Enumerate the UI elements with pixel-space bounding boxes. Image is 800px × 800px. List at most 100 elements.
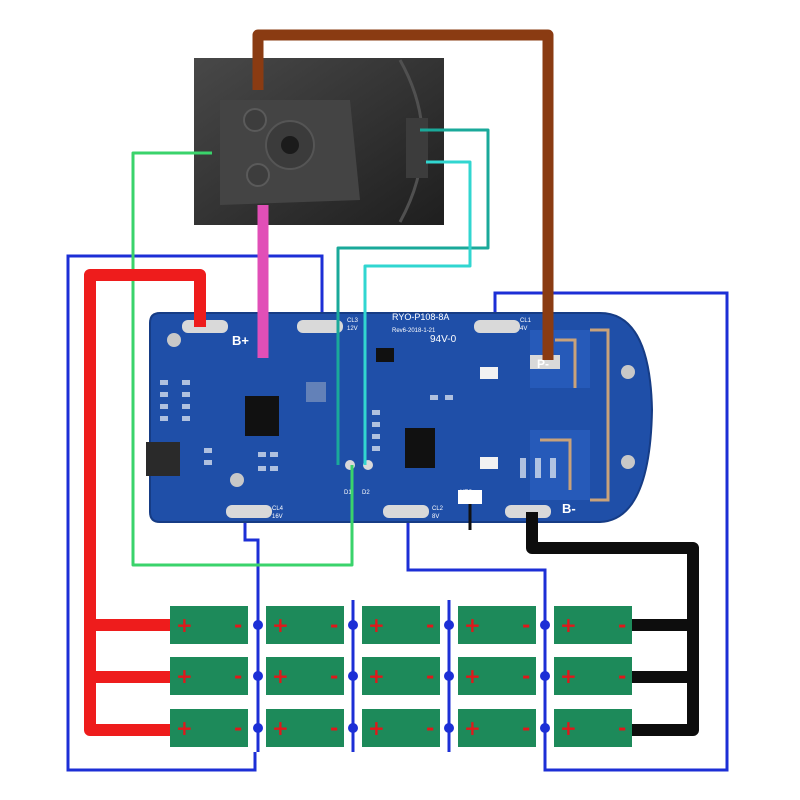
blue-wires (66, 254, 729, 772)
battery-cell: +- (554, 657, 632, 695)
battery-cell-body (362, 606, 440, 644)
label-b-minus: B- (562, 501, 576, 516)
cell-plus-terminal: + (560, 664, 577, 688)
cell-plus-terminal: + (176, 613, 193, 637)
battery-cell: +- (170, 606, 248, 644)
battery-cell-body (458, 657, 536, 695)
label-rating: 94V-0 (430, 334, 457, 345)
label-ntc: NTC (460, 490, 473, 496)
battery-cell-body (170, 657, 248, 695)
cell-minus-terminal: - (618, 613, 626, 637)
junction-dot (253, 620, 263, 630)
junction-dot (348, 620, 358, 630)
cell-plus-terminal: + (464, 716, 481, 740)
signal-wires (131, 29, 554, 567)
battery-cell-body (266, 657, 344, 695)
label-cl2-voltage: 8V (432, 514, 439, 520)
cell-minus-terminal: - (426, 613, 434, 637)
label-cl1: CL1 (520, 318, 532, 324)
pad-b-minus (505, 505, 551, 518)
cell-plus-terminal: + (176, 716, 193, 740)
junction-dot (444, 620, 454, 630)
battery-cell: +- (458, 709, 536, 747)
label-cl4: CL4 (272, 506, 284, 512)
cell-minus-terminal: - (522, 613, 530, 637)
power-wires (84, 269, 699, 736)
label-model: RYO-P108-8A (392, 312, 449, 322)
label-cl2: CL2 (432, 506, 444, 512)
cell-minus-terminal: - (522, 716, 530, 740)
battery-cell-body (266, 606, 344, 644)
pad-cl2 (383, 505, 429, 518)
junction-dot (253, 723, 263, 733)
cell-minus-terminal: - (618, 664, 626, 688)
cell-plus-terminal: + (464, 664, 481, 688)
battery-cell: +- (362, 606, 440, 644)
blue-wire-b-plus-loop (66, 254, 324, 772)
teal-wire-d2 (336, 128, 490, 465)
battery-cell-body (266, 709, 344, 747)
label-cl4-voltage: 16V (272, 514, 283, 520)
label-p-minus: P- (537, 357, 549, 371)
battery-cell: +- (554, 709, 632, 747)
junction-dot (444, 671, 454, 681)
junction-dot (444, 723, 454, 733)
label-cl3: CL3 (347, 318, 359, 324)
battery-cell-body (458, 709, 536, 747)
junction-dot (348, 671, 358, 681)
battery-cell-body (362, 657, 440, 695)
battery-cell: +- (170, 657, 248, 695)
battery-cell: +- (266, 606, 344, 644)
cell-plus-terminal: + (368, 613, 385, 637)
cell-plus-terminal: + (272, 664, 289, 688)
blue-wire-cl4 (243, 515, 260, 600)
battery-cell-body (170, 709, 248, 747)
battery-cell-body (554, 606, 632, 644)
junction-dot (348, 723, 358, 733)
green-wire-d1 (131, 151, 354, 567)
blue-wire-cl1 (493, 291, 729, 772)
battery-cell-body (362, 709, 440, 747)
cell-minus-terminal: - (426, 716, 434, 740)
ntc-box (458, 490, 482, 504)
cell-plus-terminal: + (464, 613, 481, 637)
pad-cl1 (474, 320, 520, 333)
pad-cl3 (297, 320, 343, 333)
battery-cell-body (458, 606, 536, 644)
label-revision: Rev6-2018-1-21 (392, 328, 436, 334)
cell-minus-terminal: - (234, 664, 242, 688)
tool-connector (194, 58, 444, 225)
junction-dot (253, 671, 263, 681)
battery-cell: +- (266, 657, 344, 695)
pad-cl4 (226, 505, 272, 518)
black-wire-b-minus (526, 512, 699, 736)
battery-cell: +- (362, 709, 440, 747)
cell-minus-terminal: - (618, 716, 626, 740)
cell-plus-terminal: + (272, 613, 289, 637)
cell-plus-terminal: + (176, 664, 193, 688)
battery-cell: +- (554, 606, 632, 644)
cell-minus-terminal: - (234, 613, 242, 637)
cell-minus-terminal: - (522, 664, 530, 688)
bms-board: B+ P- B- RYO-P108-8A Rev6-2018-1-21 94V-… (146, 312, 654, 530)
battery-cell-body (554, 657, 632, 695)
junction-dot (540, 620, 550, 630)
battery-cell-body (554, 709, 632, 747)
red-wire-b-plus (84, 269, 206, 736)
cell-minus-terminal: - (330, 716, 338, 740)
junction-dot (540, 723, 550, 733)
label-cl1-voltage: 4V (520, 326, 527, 332)
cell-minus-terminal: - (330, 664, 338, 688)
ic-chip-2 (405, 428, 435, 468)
brown-wire-p-minus (252, 29, 554, 360)
series-junctions (253, 600, 550, 752)
cyan-wire-ntc (363, 160, 472, 465)
battery-cell-body (170, 606, 248, 644)
cell-minus-terminal: - (234, 716, 242, 740)
battery-cell: +- (362, 657, 440, 695)
battery-cell: +- (170, 709, 248, 747)
junction-dot (540, 671, 550, 681)
cell-plus-terminal: + (368, 716, 385, 740)
label-b-plus: B+ (232, 333, 249, 348)
